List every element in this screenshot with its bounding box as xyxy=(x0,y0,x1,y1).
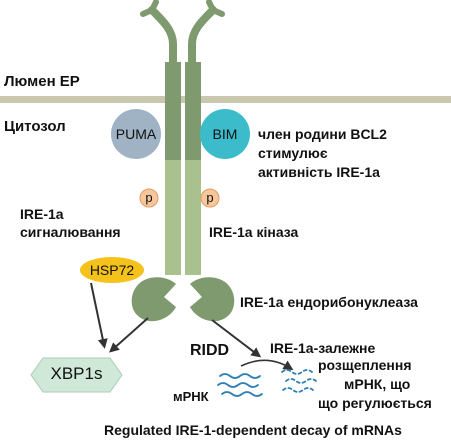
er-membrane xyxy=(0,96,451,103)
lumenal-domain-left xyxy=(148,6,177,70)
ridd-desc-line1: IRE-1a-залежне xyxy=(270,340,376,356)
mrna-label: мРНК xyxy=(173,389,209,404)
puma-protein xyxy=(111,109,161,159)
hsp72-protein xyxy=(80,257,144,283)
ridd-desc-line4: що регулюється xyxy=(318,395,432,411)
endoribonuclease-label: IRE-1a ендорибонуклеаза xyxy=(240,294,418,310)
signaling-label-line2: сигналювання xyxy=(20,224,121,240)
mrna-cleaved xyxy=(281,369,317,393)
xbp1s-hexagon xyxy=(30,357,123,393)
ridd-desc-line2: розщеплення xyxy=(318,357,412,373)
ridd-label: RIDD xyxy=(190,342,230,359)
bcl2-label-line3: активність IRE-1a xyxy=(258,164,380,180)
ridd-caption: Regulated IRE-1-dependent decay of mRNAs xyxy=(104,422,402,438)
rnase-domain-left xyxy=(131,277,176,322)
ridd-desc-line3: мРНК, що xyxy=(344,376,411,392)
phospho-right xyxy=(200,188,220,208)
arrow-hsp72-to-xbp1s xyxy=(90,282,108,349)
phospho-left xyxy=(139,188,159,208)
mrna-intact xyxy=(217,373,263,397)
bim-label: BIM xyxy=(212,126,238,142)
lumenal-domain-right xyxy=(188,6,217,70)
lumenal-domain-right-tip xyxy=(206,0,225,17)
bcl2-label-line1: член родини BCL2 xyxy=(258,126,387,142)
arrow-mrna-cleavage xyxy=(240,359,294,371)
er-lumen-label: Люмен ЕР xyxy=(4,73,80,90)
ire1a-strand-right-lower xyxy=(185,160,201,275)
kinase-label: IRE-1a кіназа xyxy=(209,224,299,240)
puma-label: PUMA xyxy=(115,126,157,142)
cytosol-label: Цитозол xyxy=(4,118,66,135)
arrow-rnase-to-xbp1s xyxy=(109,317,149,353)
bcl2-label-line2: стимулює xyxy=(258,145,328,161)
ire1a-strand-left-lower xyxy=(165,160,181,275)
arrow-rnase-to-ridd xyxy=(211,319,262,358)
phospho-left-label: p xyxy=(145,190,153,205)
signaling-label-line1: IRE-1a xyxy=(20,206,64,222)
xbp1s-label: XBP1s xyxy=(50,364,103,383)
lumenal-domain-left-tip xyxy=(140,0,159,17)
ire1a-strand-left-upper xyxy=(165,62,181,160)
rnase-domain-right xyxy=(190,277,235,322)
hsp72-label: HSP72 xyxy=(89,262,135,278)
bim-protein xyxy=(200,109,250,159)
phospho-right-label: p xyxy=(206,190,214,205)
ire1a-strand-right-upper xyxy=(185,62,201,160)
